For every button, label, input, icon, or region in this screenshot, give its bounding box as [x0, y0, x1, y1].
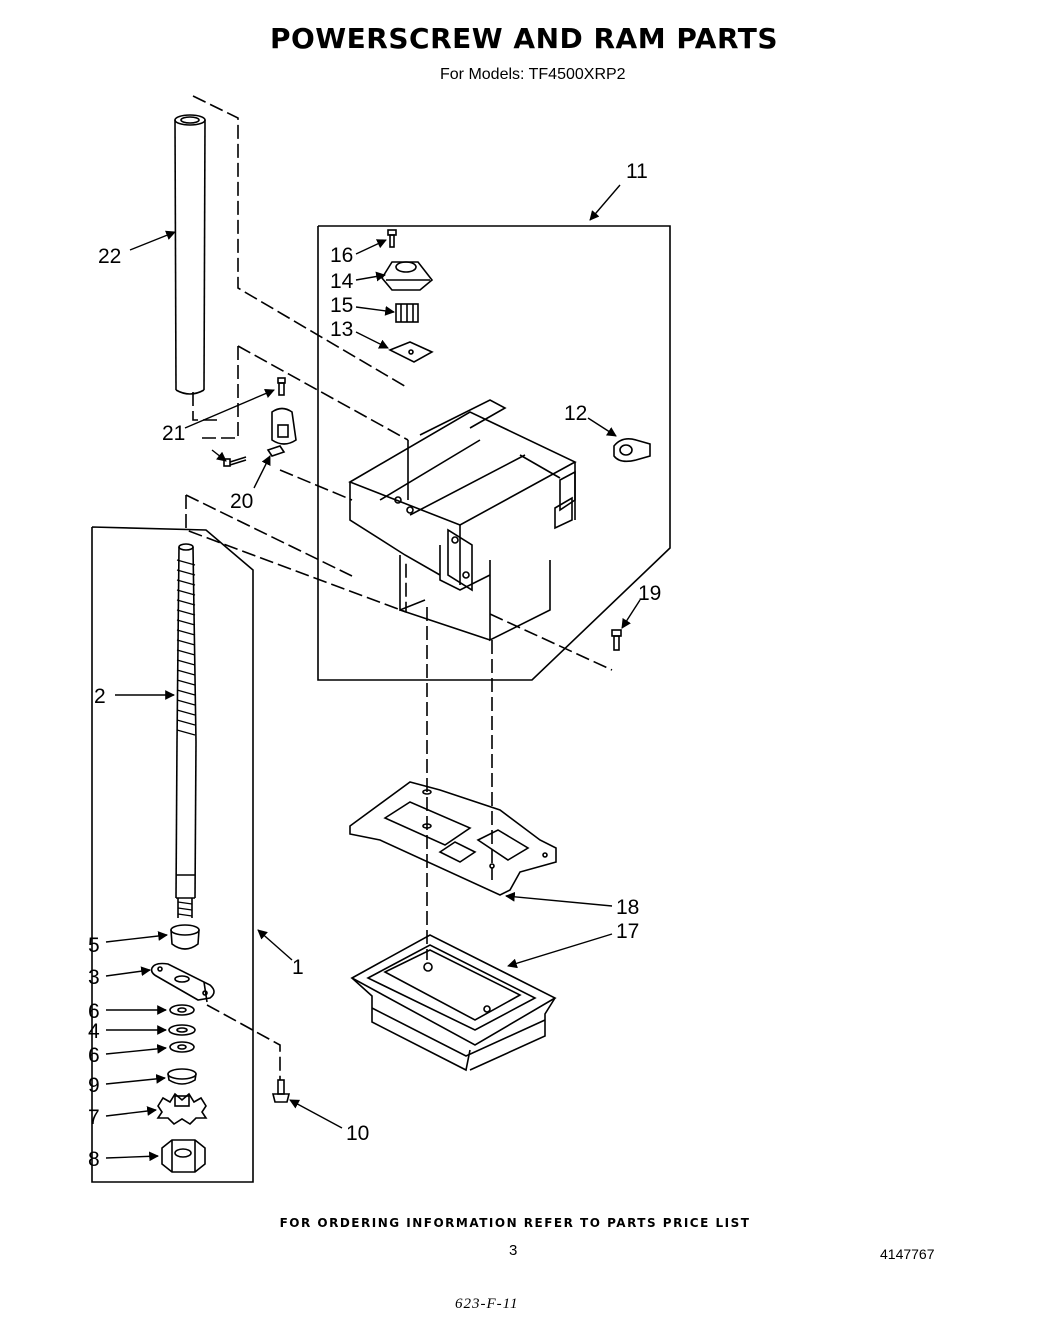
- part-7-sprocket: [156, 1092, 208, 1126]
- callout-15: 15: [330, 294, 353, 317]
- callout-20: 20: [230, 490, 253, 513]
- callout-12: 12: [564, 402, 587, 425]
- part-6-washer-upper: [169, 1004, 195, 1016]
- part-6-washer-lower: [169, 1041, 195, 1053]
- callout-8: 8: [88, 1148, 100, 1171]
- part-14-top-cap: [381, 261, 434, 291]
- callout-2: 2: [94, 685, 106, 708]
- callout-5: 5: [88, 934, 100, 957]
- group-box-11: [317, 225, 671, 681]
- part-22-tube: [174, 114, 206, 395]
- callout-6-lower: 6: [88, 1044, 100, 1067]
- document-number: 4147767: [880, 1246, 935, 1262]
- part-21-screw-top: [277, 377, 286, 396]
- callout-21: 21: [162, 422, 185, 445]
- callout-17: 17: [616, 920, 639, 943]
- callout-7: 7: [88, 1106, 100, 1129]
- ordering-info-note: FOR ORDERING INFORMATION REFER TO PARTS …: [279, 1216, 751, 1230]
- callout-1: 1: [292, 956, 304, 979]
- callout-16: 16: [330, 244, 353, 267]
- page-number: 3: [509, 1242, 518, 1259]
- page-title: POWERSCREW AND RAM PARTS: [269, 22, 779, 55]
- part-9-spacer: [167, 1068, 197, 1085]
- model-subtitle: For Models: TF4500XRP2: [440, 66, 626, 83]
- part-19-screw: [611, 629, 622, 651]
- part-5-bearing: [170, 924, 200, 950]
- callout-18: 18: [616, 896, 639, 919]
- part-13-mounting-plate: [388, 341, 434, 363]
- part-16-screw: [387, 229, 397, 248]
- callout-14: 14: [330, 270, 354, 293]
- assembly-guide-lines: [185, 95, 613, 1080]
- callout-6-upper: 6: [88, 1000, 100, 1023]
- powerscrew-threads: [176, 559, 196, 917]
- part-11-housing: [348, 399, 577, 642]
- callout-9: 9: [88, 1074, 100, 1097]
- callout-11: 11: [626, 160, 648, 183]
- part-8-nut: [161, 1139, 206, 1173]
- part-12-clip: [613, 438, 651, 463]
- callout-3: 3: [88, 966, 100, 989]
- part-4-thrust-bearing: [168, 1024, 196, 1036]
- callout-leaders: [105, 184, 641, 1162]
- part-18-gasket: [349, 781, 557, 896]
- callout-10: 10: [346, 1122, 369, 1145]
- handwritten-reference: 623-F-11: [455, 1296, 519, 1312]
- part-15-drive-block: [395, 303, 419, 323]
- part-21-screw-left: [223, 456, 247, 467]
- callout-22: 22: [98, 245, 121, 268]
- group-box-1: [91, 526, 254, 1183]
- part-17-base-pan: [350, 934, 557, 1072]
- callout-19: 19: [638, 582, 661, 605]
- part-3-bracket: [150, 962, 215, 1003]
- part-10-screw: [271, 1079, 291, 1103]
- part-20-bracket: [266, 407, 297, 457]
- callout-4: 4: [88, 1020, 100, 1043]
- callout-13: 13: [330, 318, 353, 341]
